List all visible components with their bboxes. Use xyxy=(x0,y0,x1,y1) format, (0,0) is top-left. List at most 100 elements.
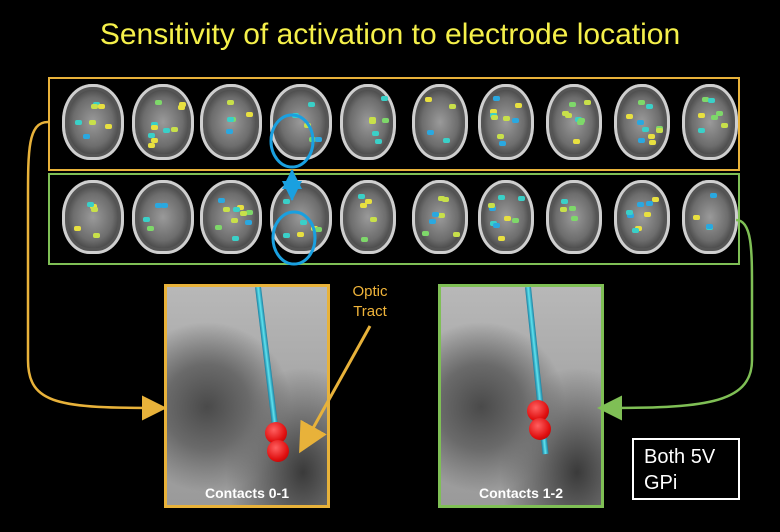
activation-blob xyxy=(246,111,254,117)
optic-tract-arrow xyxy=(299,325,372,454)
activation-blob xyxy=(105,124,113,130)
activation-blob xyxy=(437,196,445,202)
activation-blob xyxy=(82,133,90,139)
inset-label-right: Contacts 1-2 xyxy=(478,485,564,501)
activation-blob xyxy=(150,124,158,130)
activation-blob xyxy=(443,137,451,143)
brain-slice xyxy=(478,84,534,160)
contact-2 xyxy=(529,418,551,440)
stimulation-info-box: Both 5V GPi xyxy=(632,438,740,500)
activation-blob xyxy=(573,139,581,145)
brain-slice xyxy=(614,84,670,160)
activation-blob xyxy=(357,194,365,200)
activation-blob xyxy=(283,232,291,238)
brain-slice xyxy=(62,180,124,254)
activation-blob xyxy=(151,138,159,144)
activation-blob xyxy=(361,236,369,242)
activation-blob xyxy=(431,211,439,217)
activation-blob xyxy=(570,215,578,221)
activation-blob xyxy=(90,104,98,110)
activation-blob xyxy=(381,117,389,123)
activation-blob xyxy=(692,214,700,220)
activation-blob xyxy=(489,109,497,115)
activation-blob xyxy=(649,139,657,145)
activation-blob xyxy=(150,122,158,128)
activation-blob xyxy=(170,127,178,133)
activation-blob xyxy=(441,196,449,202)
activation-blob xyxy=(448,104,456,110)
activation-blob xyxy=(705,224,713,230)
activation-blob xyxy=(162,128,170,134)
mri-background xyxy=(167,287,327,505)
activation-blob xyxy=(93,233,101,239)
activation-blob xyxy=(569,206,577,212)
activation-blob xyxy=(648,133,656,139)
brain-slice xyxy=(546,84,602,160)
brain-slice xyxy=(412,84,468,160)
optic-tract-line2: Tract xyxy=(353,303,387,320)
brain-slice xyxy=(132,84,194,160)
activation-blob xyxy=(308,102,316,108)
green-connector-arrow xyxy=(597,218,754,421)
activation-blob xyxy=(283,198,291,204)
brain-slice xyxy=(614,180,670,254)
activation-blob xyxy=(300,220,308,226)
activation-blob xyxy=(91,207,99,213)
activation-blob xyxy=(643,211,651,217)
activation-blob xyxy=(437,213,445,219)
activation-blob xyxy=(297,231,305,237)
contact-0 xyxy=(265,422,287,444)
activation-blob xyxy=(428,218,436,224)
brain-slice xyxy=(270,84,332,160)
brain-slice xyxy=(682,180,738,254)
activation-blob xyxy=(709,192,717,198)
activation-blob xyxy=(87,202,95,208)
activation-blob xyxy=(178,105,186,111)
contact-1 xyxy=(267,440,289,462)
activation-blob xyxy=(503,115,511,121)
activation-blob xyxy=(715,110,723,116)
activation-blob xyxy=(315,226,323,232)
inset-contacts-1-2: Contacts 1-2 xyxy=(438,284,604,508)
activation-blob xyxy=(498,140,506,146)
activation-blob xyxy=(632,227,640,233)
yellow-connector-arrow xyxy=(26,120,167,421)
brain-slice xyxy=(62,84,124,160)
activation-blob xyxy=(147,133,155,139)
brain-slice xyxy=(132,180,194,254)
activation-blob xyxy=(488,206,496,212)
activation-blob xyxy=(497,133,505,139)
mri-background xyxy=(441,287,601,505)
activation-blob xyxy=(375,139,383,145)
activation-blob xyxy=(697,127,705,133)
activation-blob xyxy=(561,110,569,116)
activation-blob xyxy=(143,216,151,222)
activation-blob xyxy=(569,101,577,107)
activation-blob xyxy=(646,201,654,207)
optic-tract-label: Optic Tract xyxy=(340,282,400,322)
inset-contacts-0-1: Contacts 0-1 xyxy=(164,284,330,508)
activation-blob xyxy=(645,104,653,110)
activation-blob xyxy=(244,220,252,226)
activation-blob xyxy=(493,96,501,102)
brain-slice xyxy=(200,180,262,254)
activation-blob xyxy=(626,210,634,216)
info-line1: Both 5V xyxy=(644,446,716,468)
activation-blob xyxy=(74,226,82,232)
activation-blob xyxy=(637,119,645,125)
activation-blob xyxy=(564,113,572,119)
activation-blob xyxy=(518,196,526,202)
activation-blob xyxy=(452,232,460,238)
activation-blob xyxy=(490,115,498,121)
activation-blob xyxy=(227,117,235,123)
activation-blob xyxy=(584,99,592,105)
activation-blob xyxy=(155,99,163,105)
activation-blob xyxy=(422,230,430,236)
figure-title: Sensitivity of activation to electrode l… xyxy=(99,18,681,51)
activation-blob xyxy=(227,100,235,106)
activation-blob xyxy=(514,102,522,108)
activation-blob xyxy=(711,114,719,120)
activation-blob xyxy=(246,209,254,215)
inset-label-left: Contacts 0-1 xyxy=(204,485,290,501)
